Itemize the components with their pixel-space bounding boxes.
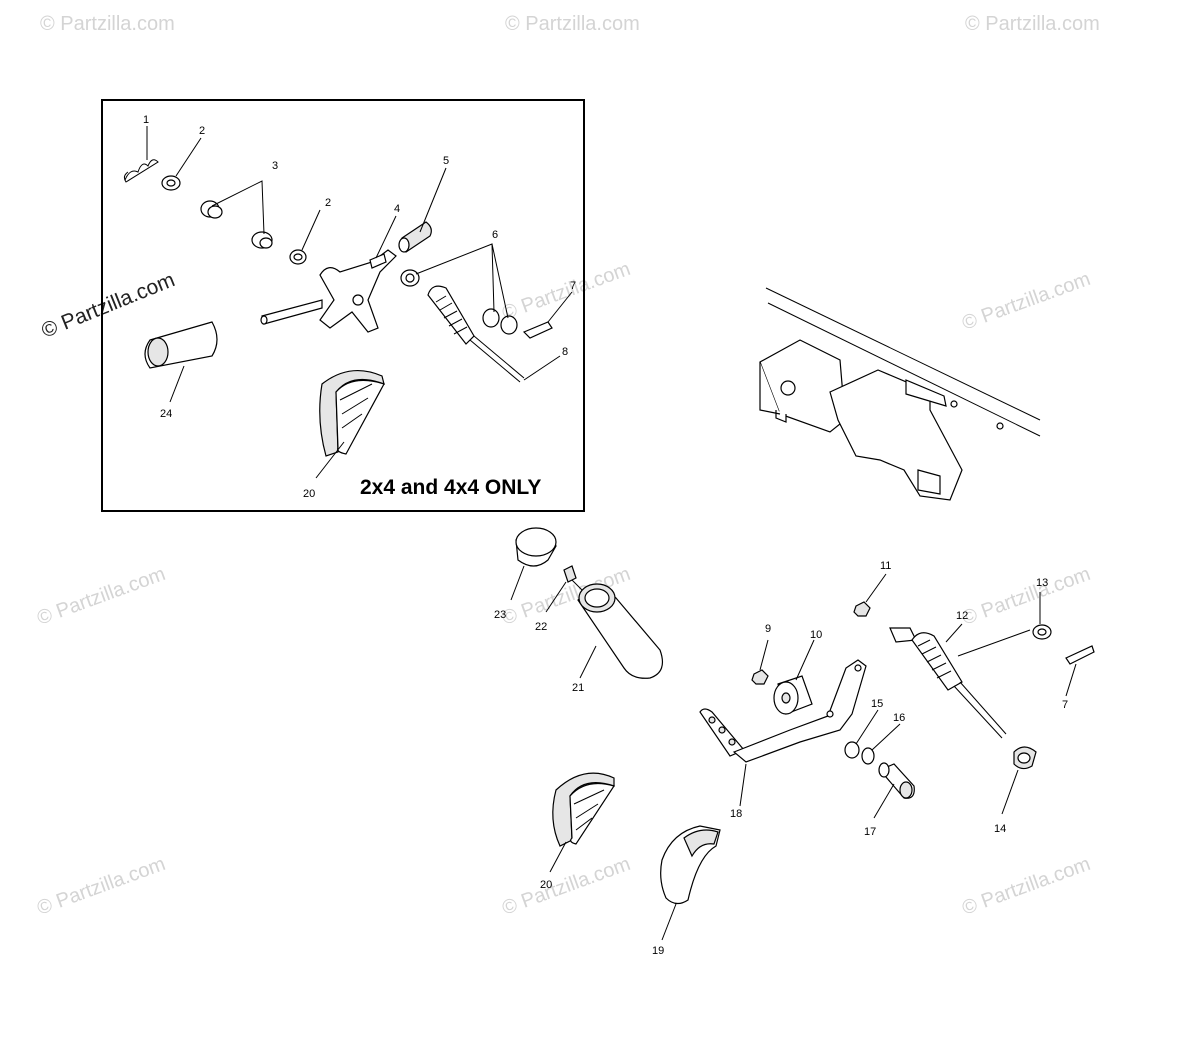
callout-23: 23 (494, 609, 506, 621)
part-7-clip (522, 321, 553, 339)
callout-8: 8 (562, 346, 568, 358)
callout-11: 11 (880, 560, 891, 572)
watermark: © Partzilla.com (499, 258, 633, 325)
watermark: © Partzilla.com (34, 853, 168, 920)
part-13-washer-hole (1037, 628, 1047, 636)
callout-6: 6 (492, 229, 498, 241)
watermark: © Partzilla.com (959, 563, 1093, 630)
callout-9: 9 (765, 623, 771, 635)
part-14-cable-clamp (1013, 746, 1037, 770)
callout-17: 17 (864, 826, 876, 838)
callout-3: 3 (272, 160, 278, 172)
callout-10: 10 (810, 629, 822, 641)
part-15-washer (844, 741, 860, 759)
part-6-washer-hole (405, 273, 415, 283)
callout-21: 21 (572, 682, 584, 694)
part-9-nut (751, 669, 769, 685)
callouts: 1 2 3 2 4 5 6 7 8 24 20 23 22 21 9 10 11… (143, 114, 1068, 957)
part-5-spring (398, 221, 432, 253)
leader-lines (146, 126, 1077, 941)
callout-2: 2 (199, 125, 205, 137)
part-17-pivot-bolt (878, 762, 915, 799)
watermark: © Partzilla.com (959, 268, 1093, 335)
watermark: © Partzilla.com (34, 563, 168, 630)
callout-5: 5 (443, 155, 449, 167)
inset-frame (101, 99, 585, 512)
part-19-rubber-pad (660, 825, 721, 905)
part-24-knob (144, 321, 218, 369)
part-3-bushing (251, 231, 273, 249)
part-11-nut (853, 601, 871, 617)
callout-16: 16 (893, 712, 905, 724)
callout-24: 24 (160, 408, 172, 420)
watermark-dark: © Partzilla.com (38, 268, 178, 342)
callout-2: 2 (325, 197, 331, 209)
watermark: © Partzilla.com (40, 13, 175, 35)
callout-14: 14 (994, 823, 1006, 835)
callout-13: 13 (1036, 577, 1048, 589)
part-8-shift-cable (427, 285, 525, 383)
inset-caption: 2x4 and 4x4 ONLY (360, 476, 541, 499)
part-23-knob-cap (515, 527, 557, 567)
part-20-rubber-pad (552, 772, 615, 847)
watermark: © Partzilla.com (965, 13, 1100, 35)
watermark: © Partzilla.com (959, 853, 1093, 920)
part-6-washer (482, 308, 500, 328)
part-18-shift-lever (699, 659, 867, 763)
watermark: © Partzilla.com (505, 13, 640, 35)
callout-19: 19 (652, 945, 664, 957)
part-21-handle-grip (577, 583, 663, 679)
part-2-washer-hole (166, 179, 176, 187)
part-1-hairpin-clip (123, 159, 159, 183)
callout-22: 22 (535, 621, 547, 633)
callout-4: 4 (394, 203, 400, 215)
callout-12: 12 (956, 610, 968, 622)
part-3-bushing (200, 200, 223, 219)
part-12-shift-cable (889, 627, 1007, 739)
part-2-washer-hole (293, 253, 303, 261)
vehicle-frame (759, 287, 1041, 501)
part-4-shift-lever (260, 249, 397, 333)
part-16-washer (861, 747, 875, 765)
part-10-bushing (773, 675, 813, 715)
part-7-clip (1065, 645, 1095, 665)
callout-20: 20 (540, 879, 552, 891)
callout-7: 7 (570, 280, 576, 292)
callout-18: 18 (730, 808, 742, 820)
callout-7: 7 (1062, 699, 1068, 711)
part-20-rubber-pad (319, 370, 385, 457)
callout-15: 15 (871, 698, 883, 710)
watermark: © Partzilla.com (499, 853, 633, 920)
part-6-washer (500, 315, 518, 335)
part-22-set-screw (563, 565, 583, 591)
callout-20: 20 (303, 488, 315, 500)
callout-1: 1 (143, 114, 149, 126)
